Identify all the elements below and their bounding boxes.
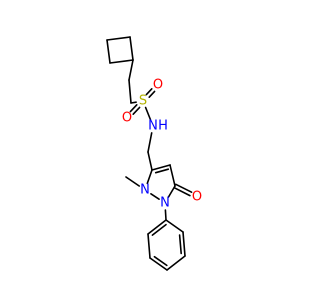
bonds-layer xyxy=(106,36,193,271)
single-bond-n1-n2 xyxy=(150,193,160,200)
single-bond-n2-c_me xyxy=(125,176,140,187)
atom-label-o3: O xyxy=(192,190,202,205)
bond-line xyxy=(147,132,153,153)
bond-line xyxy=(125,176,140,187)
double-bond-ph3-ph4 xyxy=(149,255,168,271)
atom-label-n_sulf: N xyxy=(148,119,158,134)
single-bond-cb3-cb4 xyxy=(109,59,134,64)
bond-line xyxy=(147,219,167,235)
single-bond-ph2-ph3 xyxy=(147,233,151,259)
bond-line xyxy=(164,209,167,221)
bond-line xyxy=(149,257,168,271)
bond-line xyxy=(148,90,156,98)
atom-label-o2: O xyxy=(153,78,163,93)
bond-line xyxy=(151,164,171,171)
atom-label-n2: N xyxy=(140,183,150,198)
single-bond-c_ch2-c5 xyxy=(147,151,153,171)
single-bond-c_b-s1 xyxy=(130,101,137,104)
double-bond-c3-o3 xyxy=(173,183,193,197)
single-bond-n_sulf-c_ch2 xyxy=(147,132,153,153)
single-bond-cb1-cb2 xyxy=(106,36,131,41)
bond-line xyxy=(128,79,132,104)
bond-line xyxy=(109,59,134,64)
bond-line-inner xyxy=(178,234,182,255)
bond-line xyxy=(144,106,152,121)
bond-line xyxy=(129,104,138,113)
single-bond-c4-c3 xyxy=(169,164,176,187)
single-bond-c_a-c_b xyxy=(128,79,132,104)
atom-label-n1: N xyxy=(160,196,170,211)
single-bond-cb2-cb3 xyxy=(129,36,134,61)
bond-line xyxy=(130,101,137,104)
double-bond-s1-o1 xyxy=(129,104,141,115)
bond-line xyxy=(132,106,141,115)
single-bond-cb4-cb1 xyxy=(106,39,111,64)
bond-line xyxy=(147,233,151,259)
bond-line-inner xyxy=(153,255,168,267)
bond-line xyxy=(175,183,193,193)
bond-line xyxy=(182,231,186,257)
bond-line xyxy=(166,255,186,271)
single-bond-ph4-ph5 xyxy=(166,255,186,271)
bond-line xyxy=(129,36,134,61)
bond-line-inner xyxy=(154,168,170,174)
atom-label-n_sulf-hydrogen: H xyxy=(158,119,168,134)
bond-line xyxy=(145,88,153,96)
bond-line xyxy=(106,36,131,41)
bond-line xyxy=(173,186,191,197)
single-bond-cb3-c_a xyxy=(128,59,134,81)
bond-line xyxy=(147,151,153,171)
double-bond-c5-c4 xyxy=(151,164,171,174)
bond-line-inner xyxy=(151,223,167,236)
single-bond-n2-c5 xyxy=(146,169,153,185)
double-bond-ph1-ph2 xyxy=(147,219,167,236)
bond-line xyxy=(167,185,176,198)
single-bond-s1-n_sulf xyxy=(144,106,152,121)
bond-line xyxy=(106,39,111,64)
atom-label-o1: O xyxy=(122,111,132,126)
bond-line xyxy=(150,193,160,200)
bond-line xyxy=(169,164,176,187)
bond-line xyxy=(128,59,134,81)
atom-label-s1: S xyxy=(139,94,147,109)
double-bond-s1-o2 xyxy=(145,88,156,98)
double-bond-ph5-ph6 xyxy=(178,231,186,257)
single-bond-n1-ph1 xyxy=(164,209,167,221)
bond-line xyxy=(146,169,153,185)
single-bond-c3-n1 xyxy=(167,185,176,198)
single-bond-ph6-ph1 xyxy=(165,219,184,233)
bond-line xyxy=(165,219,184,233)
